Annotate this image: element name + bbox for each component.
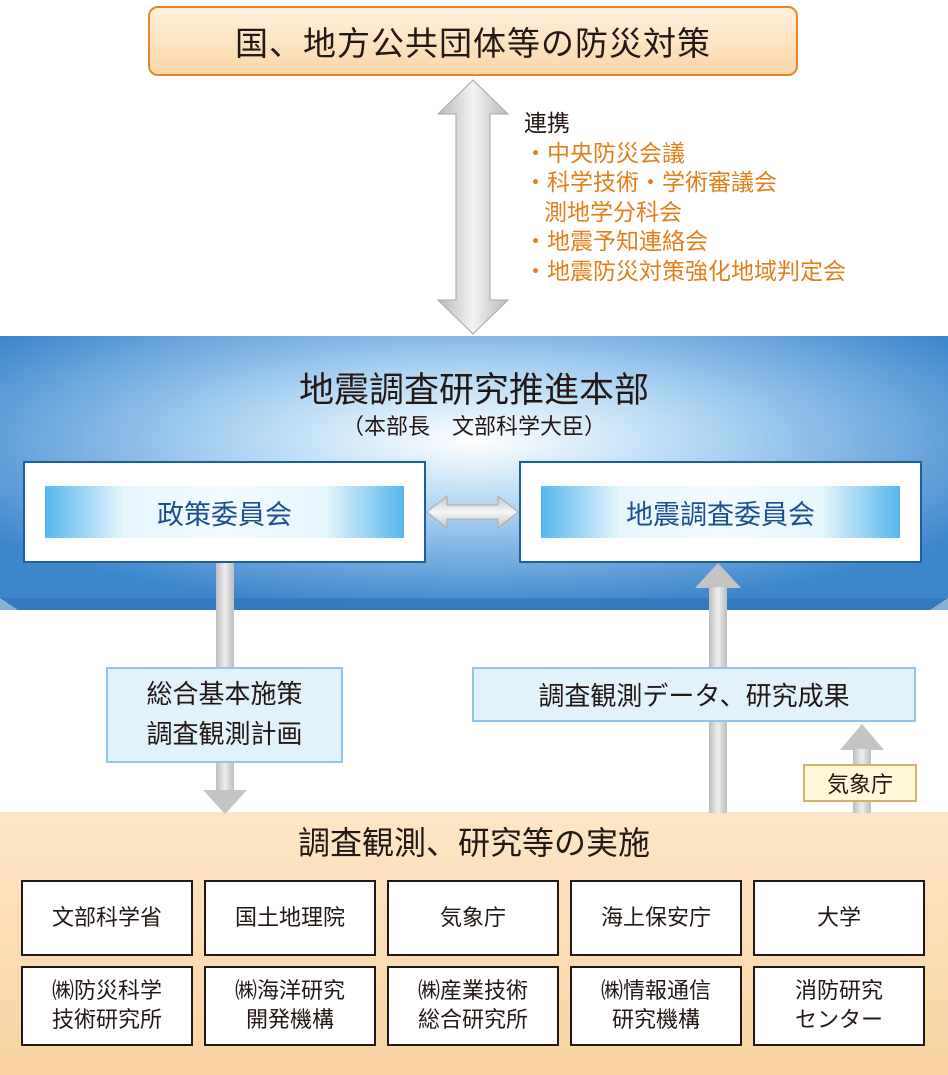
org-label: 総合研究所: [417, 1008, 528, 1033]
org-label: ㈱産業技術: [417, 979, 528, 1004]
org-label: センター: [794, 1008, 883, 1033]
jma-tag: 気象庁: [803, 764, 917, 802]
org-cell: 大学: [753, 880, 925, 956]
coordination-item: ・中央防災会議: [524, 140, 685, 167]
org-cell: ㈱海洋研究開発機構: [204, 966, 376, 1046]
coordination-item: ・科学技術・学術審議会: [524, 170, 777, 196]
research-committee-label: 地震調査委員会: [541, 486, 900, 538]
org-label: 国土地理院: [234, 905, 345, 931]
org-cell: 国土地理院: [204, 880, 376, 956]
coordination-item: ・地震予知連絡会: [524, 229, 708, 255]
coordination-item: 測地学分科会: [544, 199, 682, 226]
coordination-double-arrow: [436, 79, 510, 335]
coordination-item: ・地震防災対策強化地域判定会: [524, 258, 846, 285]
policy-plan-line: 調査観測計画: [146, 720, 303, 750]
down-arrow-head: [203, 790, 247, 814]
org-cell: 気象庁: [387, 880, 559, 956]
org-label: 技術研究所: [51, 1008, 162, 1033]
org-label: 気象庁: [439, 905, 506, 931]
org-label: ㈱防災科学: [51, 979, 162, 1004]
disaster-prevention-box: 国、地方公共団体等の防災対策: [148, 6, 798, 76]
org-label: 大学: [816, 905, 861, 931]
policy-plan-line: 総合基本施策: [146, 680, 303, 710]
org-cell: ㈱情報通信研究機構: [570, 966, 742, 1046]
org-label: 文部科学省: [51, 905, 162, 931]
policy-plan-box: 総合基本施策 調査観測計画: [106, 667, 343, 763]
results-label: 調査観測データ、研究成果: [538, 682, 850, 712]
coordination-list: 連携 ・中央防災会議 ・科学技術・学術審議会 測地学分科会 ・地震予知連絡会 ・…: [524, 110, 846, 287]
org-label: ㈱情報通信: [600, 979, 711, 1004]
org-label: 消防研究: [794, 979, 883, 1004]
org-cell: 海上保安庁: [570, 880, 742, 956]
org-cell: 消防研究センター: [753, 966, 925, 1046]
implementation-title: 調査観測、研究等の実施: [297, 824, 650, 862]
research-committee-box: 地震調査委員会: [519, 461, 922, 563]
jma-tag-label: 気象庁: [826, 773, 893, 798]
headquarters-subtitle: （本部長 文部科学大臣）: [341, 415, 606, 440]
headquarters-title: 地震調査研究推進本部: [298, 371, 649, 411]
org-label: 海上保安庁: [600, 905, 711, 931]
org-label: 研究機構: [611, 1008, 700, 1033]
org-cell: 文部科学省: [21, 880, 193, 956]
policy-committee-box: 政策委員会: [23, 461, 426, 563]
policy-committee-label: 政策委員会: [45, 486, 404, 538]
up-arrow-head: [695, 563, 741, 588]
org-cell: ㈱産業技術総合研究所: [387, 966, 559, 1046]
org-cell: ㈱防災科学技術研究所: [21, 966, 193, 1046]
org-label: 開発機構: [245, 1008, 334, 1033]
results-box: 調査観測データ、研究成果: [472, 667, 916, 722]
disaster-prevention-label: 国、地方公共団体等の防災対策: [235, 24, 711, 63]
jma-up-arrow-head: [840, 724, 884, 750]
org-label: ㈱海洋研究: [234, 979, 345, 1004]
committee-double-arrow: [426, 494, 519, 530]
coordination-heading: 連携: [524, 111, 570, 137]
